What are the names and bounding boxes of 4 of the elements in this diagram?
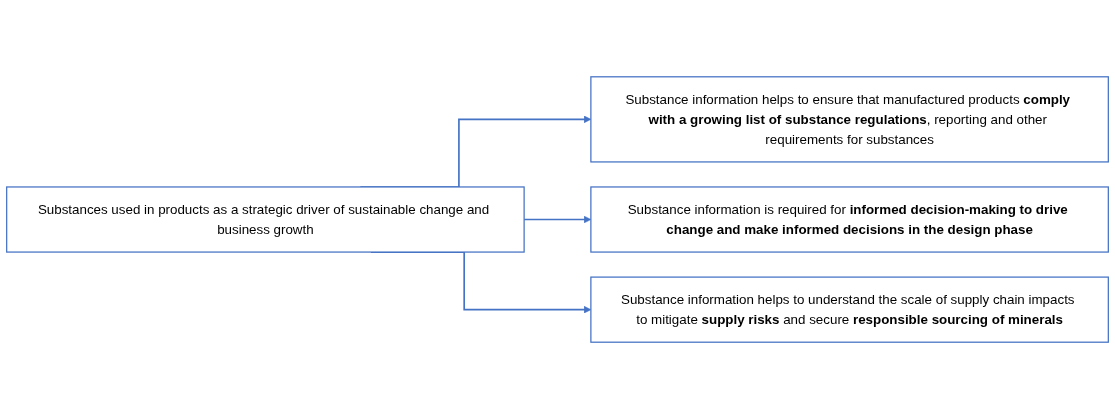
node-box: Substance information helps to ensure that manufactured products comply with a growing list of substance regulations, reporting and other requirements for substances [590, 76, 1109, 163]
node-box: Substance information helps to understand the scale of supply chain impacts to mitigate supply risks and secure responsible sourcing of minerals [590, 276, 1109, 343]
node-box: Substance information is required for informed decision-making to drive change and make informed decisions in the design phase [590, 186, 1109, 253]
node-box: Substances used in products as a strategic driver of sustainable change and business growth [6, 186, 525, 253]
